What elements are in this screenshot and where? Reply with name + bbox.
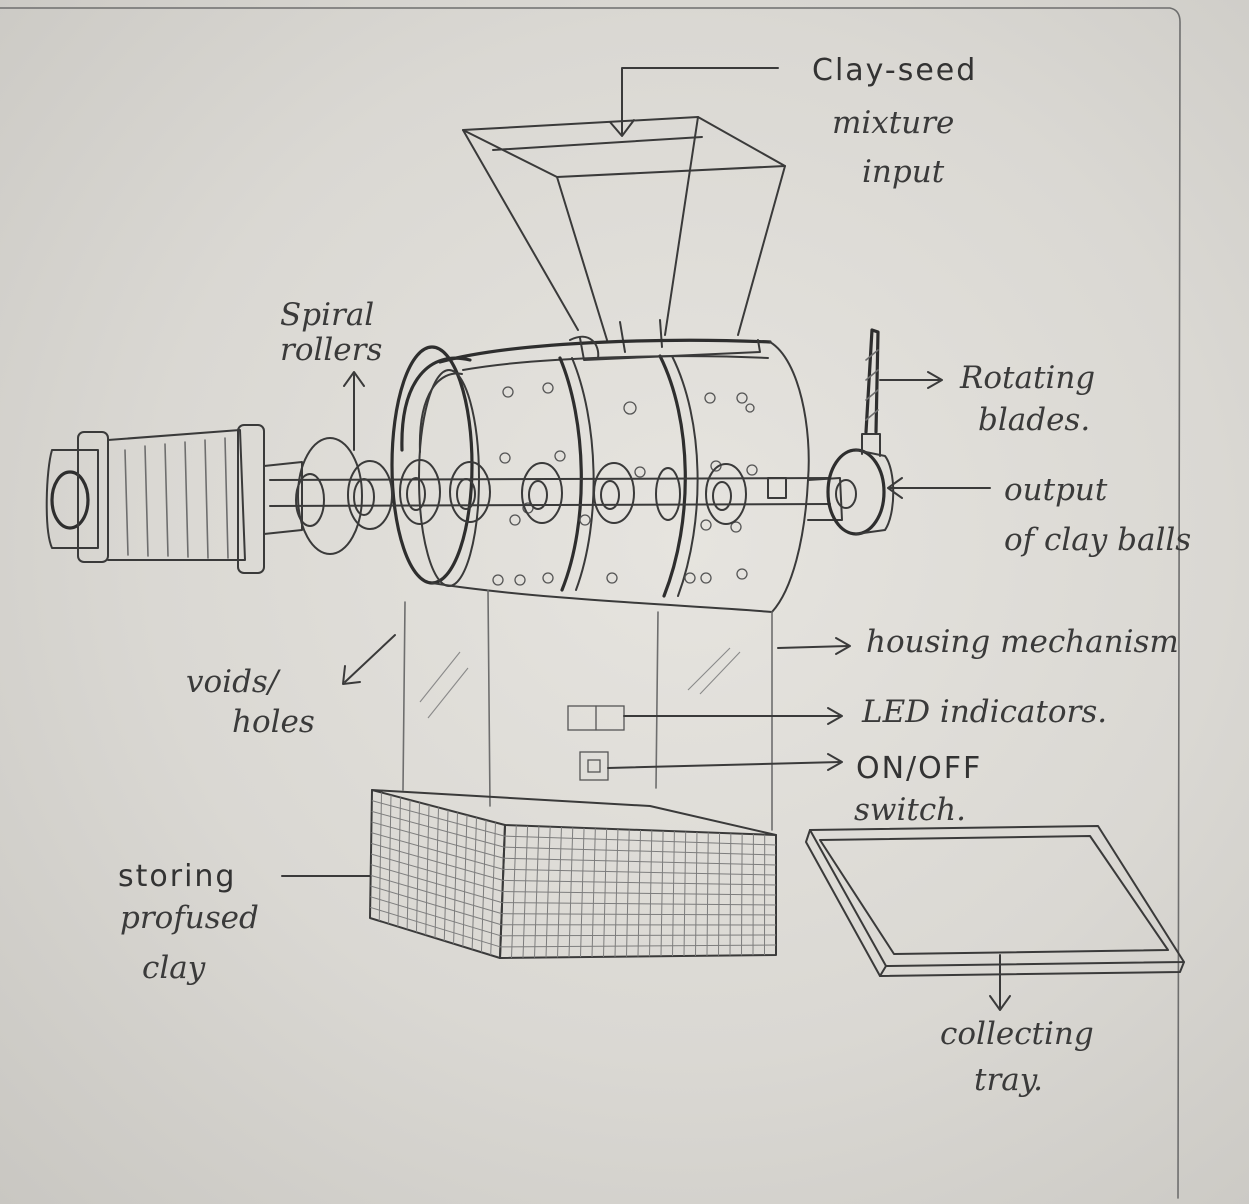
- mesh-line: [502, 891, 777, 896]
- mesh-line: [371, 832, 504, 870]
- label-spiral-2: rollers: [280, 332, 382, 368]
- label-tray-1: collecting: [940, 1016, 1094, 1052]
- mesh-line: [504, 846, 777, 856]
- label-switch-1: ON/OFF: [856, 751, 982, 786]
- label-housing: housing mechanism: [866, 624, 1179, 660]
- mesh-line: [503, 868, 777, 876]
- label-clay-seed-2: mixture: [832, 105, 954, 141]
- mesh-line: [370, 896, 501, 937]
- page-border: [0, 7, 1181, 1199]
- label-clay-seed-3: input: [862, 154, 945, 190]
- mesh-line: [504, 835, 777, 846]
- label-voids-1: voids/: [186, 664, 281, 700]
- label-led: LED indicators.: [861, 694, 1107, 730]
- label-output-2: of clay balls: [1004, 522, 1191, 558]
- label-switch-2: switch.: [854, 792, 966, 828]
- label-output-1: output: [1004, 472, 1108, 508]
- mesh-line: [501, 913, 777, 916]
- drum: [390, 335, 810, 613]
- mesh-line: [370, 864, 503, 904]
- mesh-line: [500, 944, 777, 948]
- label-clay-seed-1: Clay-seed: [812, 53, 977, 88]
- hopper: [462, 116, 786, 353]
- label-spiral-1: Spiral: [280, 297, 374, 333]
- mesh-line: [370, 853, 503, 892]
- mesh-line: [370, 885, 502, 926]
- labels: Clay-seed mixture input Spiral rollers R…: [118, 53, 1191, 1098]
- leader-lines: [281, 67, 1011, 1011]
- mesh-line: [371, 800, 505, 837]
- mesh-line: [502, 879, 777, 886]
- control-panel: [567, 705, 625, 781]
- mesh-line: [371, 821, 504, 859]
- label-tray-2: tray.: [974, 1062, 1043, 1098]
- label-rotating-1: Rotating: [959, 360, 1095, 396]
- label-storing-2: profused: [120, 900, 259, 936]
- mesh-line: [502, 902, 777, 906]
- mesh-line: [370, 874, 502, 915]
- label-voids-2: holes: [232, 704, 315, 740]
- mesh-line: [503, 857, 777, 866]
- housing: [402, 589, 773, 831]
- label-storing-1: storing: [118, 859, 236, 894]
- storing-basket: [369, 789, 777, 959]
- on-off-switch-box: [579, 751, 609, 781]
- label-storing-3: clay: [142, 950, 206, 986]
- collecting-tray: [805, 825, 1185, 977]
- motor: [45, 424, 303, 574]
- mesh-line: [371, 810, 505, 848]
- mesh-line: [500, 934, 777, 937]
- shaft-and-rollers: [269, 437, 831, 555]
- mesh-line: [370, 906, 501, 948]
- drum-holes: [492, 382, 758, 586]
- mesh-line: [371, 842, 504, 881]
- label-rotating-2: blades.: [978, 402, 1090, 438]
